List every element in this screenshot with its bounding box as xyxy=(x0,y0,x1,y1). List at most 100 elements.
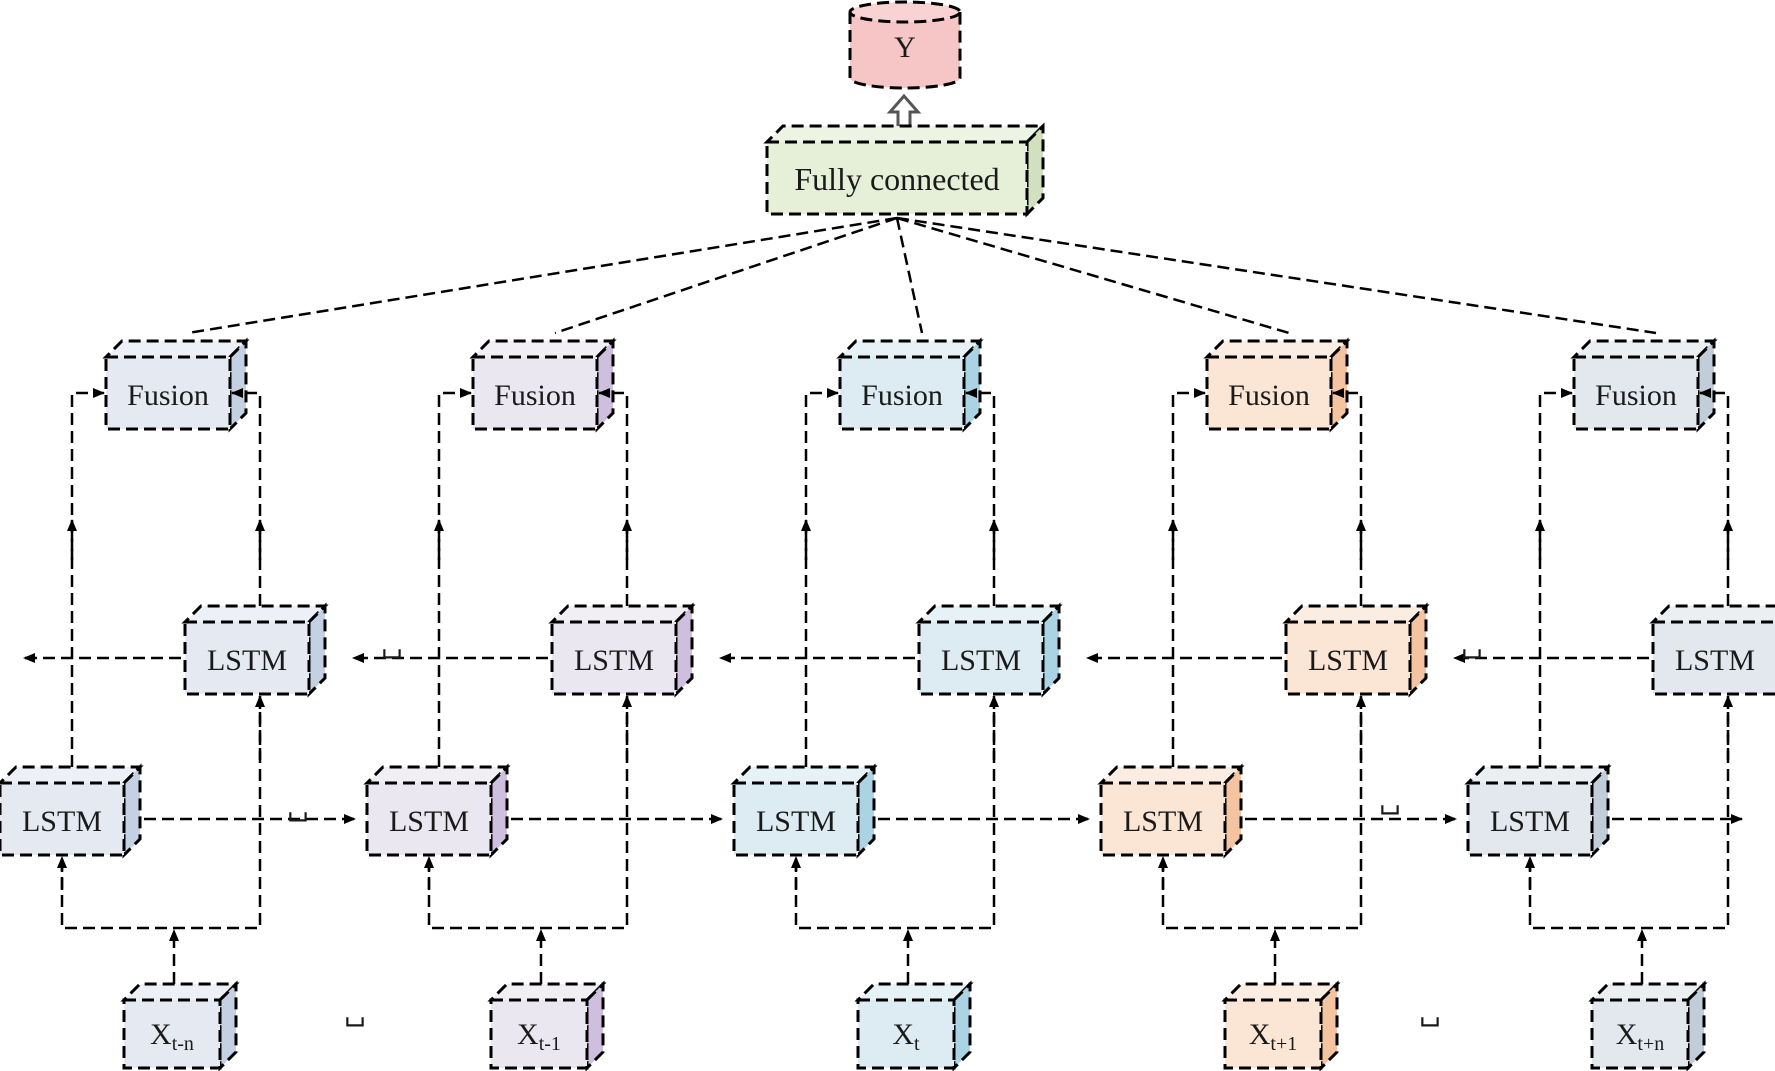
fc-to-fusion-line xyxy=(896,216,1290,335)
fc-to-fusion-line xyxy=(895,217,924,334)
fusion-box: Fusion xyxy=(836,337,984,433)
lstm-backward-box: LSTM xyxy=(1649,604,1775,696)
input-box-front xyxy=(856,998,956,1070)
lstm-backward-box-side xyxy=(674,602,694,698)
fusion-label: Fusion xyxy=(861,379,943,412)
input-label-subscript: t+1 xyxy=(1270,1033,1297,1055)
ellipsis-glyph: ␣ xyxy=(1461,628,1482,659)
fusion-box-top xyxy=(102,339,250,359)
lstm-forward-box-side xyxy=(856,763,876,859)
lstm-forward-label: LSTM xyxy=(389,805,469,838)
input-label: Xt+n xyxy=(1616,1018,1665,1055)
fusion-box-side xyxy=(1329,337,1349,433)
input-box: Xt-n xyxy=(120,980,240,1071)
lstm-forward-box: LSTM xyxy=(0,763,144,859)
fusion-label: Fusion xyxy=(1228,379,1310,412)
lstm-backward-box-front xyxy=(1651,620,1775,696)
lstm-backward-box-front xyxy=(1284,620,1412,696)
input-box-top xyxy=(1588,982,1708,1002)
fusion-box-front xyxy=(1572,355,1700,431)
lstm-backward-box-side xyxy=(1408,602,1428,698)
fc-to-fusion-line xyxy=(554,216,898,335)
forward-to-fusion-path xyxy=(1538,388,1573,767)
input-label-subscript: t xyxy=(914,1033,920,1055)
lstm-backward-box-side xyxy=(307,602,327,698)
lstm-backward-box-top xyxy=(548,604,696,624)
input-label-base: X xyxy=(150,1018,172,1051)
ellipsis-glyph: ␣ xyxy=(1379,784,1400,815)
input-label-subscript: t+n xyxy=(1637,1033,1664,1055)
fusion-box-top xyxy=(836,339,984,359)
lstm-forward-box-front xyxy=(732,781,860,857)
forward-to-fusion-path xyxy=(437,388,472,767)
input-label: Xt+1 xyxy=(1249,1018,1298,1055)
fusion-box-top xyxy=(1570,339,1718,359)
ellipsis-glyph: ␣ xyxy=(381,628,402,659)
input-splitter xyxy=(1528,698,1730,930)
fusion-box-front xyxy=(1205,355,1333,431)
lstm-forward-box-side xyxy=(489,763,509,859)
backward-to-fusion-path xyxy=(1332,388,1363,606)
lstm-forward-box-side xyxy=(122,763,142,859)
input-box-side xyxy=(218,980,238,1071)
fusion-box: Fusion xyxy=(1203,337,1351,433)
lstm-backward-label: LSTM xyxy=(941,644,1021,677)
input-label-base: X xyxy=(1616,1018,1638,1051)
lstm-forward-box-front xyxy=(1466,781,1594,857)
input-box-front xyxy=(122,998,222,1070)
output-cylinder-body xyxy=(848,12,962,90)
lstm-forward-box-top xyxy=(1464,765,1612,785)
input-box-side xyxy=(952,980,972,1071)
input-box-side xyxy=(585,980,605,1071)
input-box-front xyxy=(1590,998,1690,1070)
input-label-subscript: t-n xyxy=(172,1033,194,1055)
lstm-backward-label: LSTM xyxy=(1308,644,1388,677)
lstm-forward-box-side xyxy=(1223,763,1243,859)
lstm-forward-box-front xyxy=(1099,781,1227,857)
lstm-forward-label: LSTM xyxy=(1123,805,1203,838)
input-label-base: X xyxy=(517,1018,539,1051)
output-label: Y xyxy=(894,31,916,64)
input-box-top xyxy=(487,982,607,1002)
fully-connected-label: Fully connected xyxy=(794,161,999,197)
fully-connected-front xyxy=(765,140,1029,216)
fusion-box-side xyxy=(962,337,982,433)
fusion-box: Fusion xyxy=(469,337,617,433)
fusion-box-side xyxy=(1696,337,1716,433)
lstm-forward-box-front xyxy=(0,781,126,857)
lstm-backward-box: LSTM xyxy=(1282,602,1430,698)
lstm-forward-label: LSTM xyxy=(1490,805,1570,838)
input-label-base: X xyxy=(1249,1018,1271,1051)
output-node: Y xyxy=(848,0,962,90)
fusion-box-front xyxy=(471,355,599,431)
input-label: Xt-n xyxy=(150,1018,194,1055)
lstm-backward-label: LSTM xyxy=(574,644,654,677)
input-box-top xyxy=(120,982,240,1002)
input-splitter xyxy=(427,698,629,930)
lstm-backward-box-top xyxy=(1649,604,1775,624)
lstm-backward-box-top xyxy=(181,604,329,624)
input-splitter xyxy=(794,698,996,930)
fc-to-output-arrow xyxy=(886,93,922,130)
fusion-box-top xyxy=(469,339,617,359)
input-box: Xt+1 xyxy=(1221,980,1341,1071)
input-box-side xyxy=(1686,980,1706,1071)
input-box-side xyxy=(1319,980,1339,1071)
fully-connected-side xyxy=(1025,122,1045,218)
fusion-label: Fusion xyxy=(494,379,576,412)
lstm-backward-box-side xyxy=(1041,602,1061,698)
lstm-backward-box: LSTM xyxy=(915,602,1063,698)
lstm-backward-label: LSTM xyxy=(1675,644,1755,677)
output-cylinder-top xyxy=(848,0,962,24)
lstm-forward-box-top xyxy=(363,765,511,785)
backward-to-fusion-path xyxy=(598,388,629,606)
input-box: Xt-1 xyxy=(487,980,607,1071)
ellipsis-glyph: ␣ xyxy=(287,791,308,822)
lstm-backward-box-top xyxy=(1282,604,1430,624)
fusion-box-side xyxy=(595,337,615,433)
fusion-box-side xyxy=(228,337,248,433)
lstm-backward-box: LSTM xyxy=(181,602,329,698)
lstm-backward-label: LSTM xyxy=(207,644,287,677)
